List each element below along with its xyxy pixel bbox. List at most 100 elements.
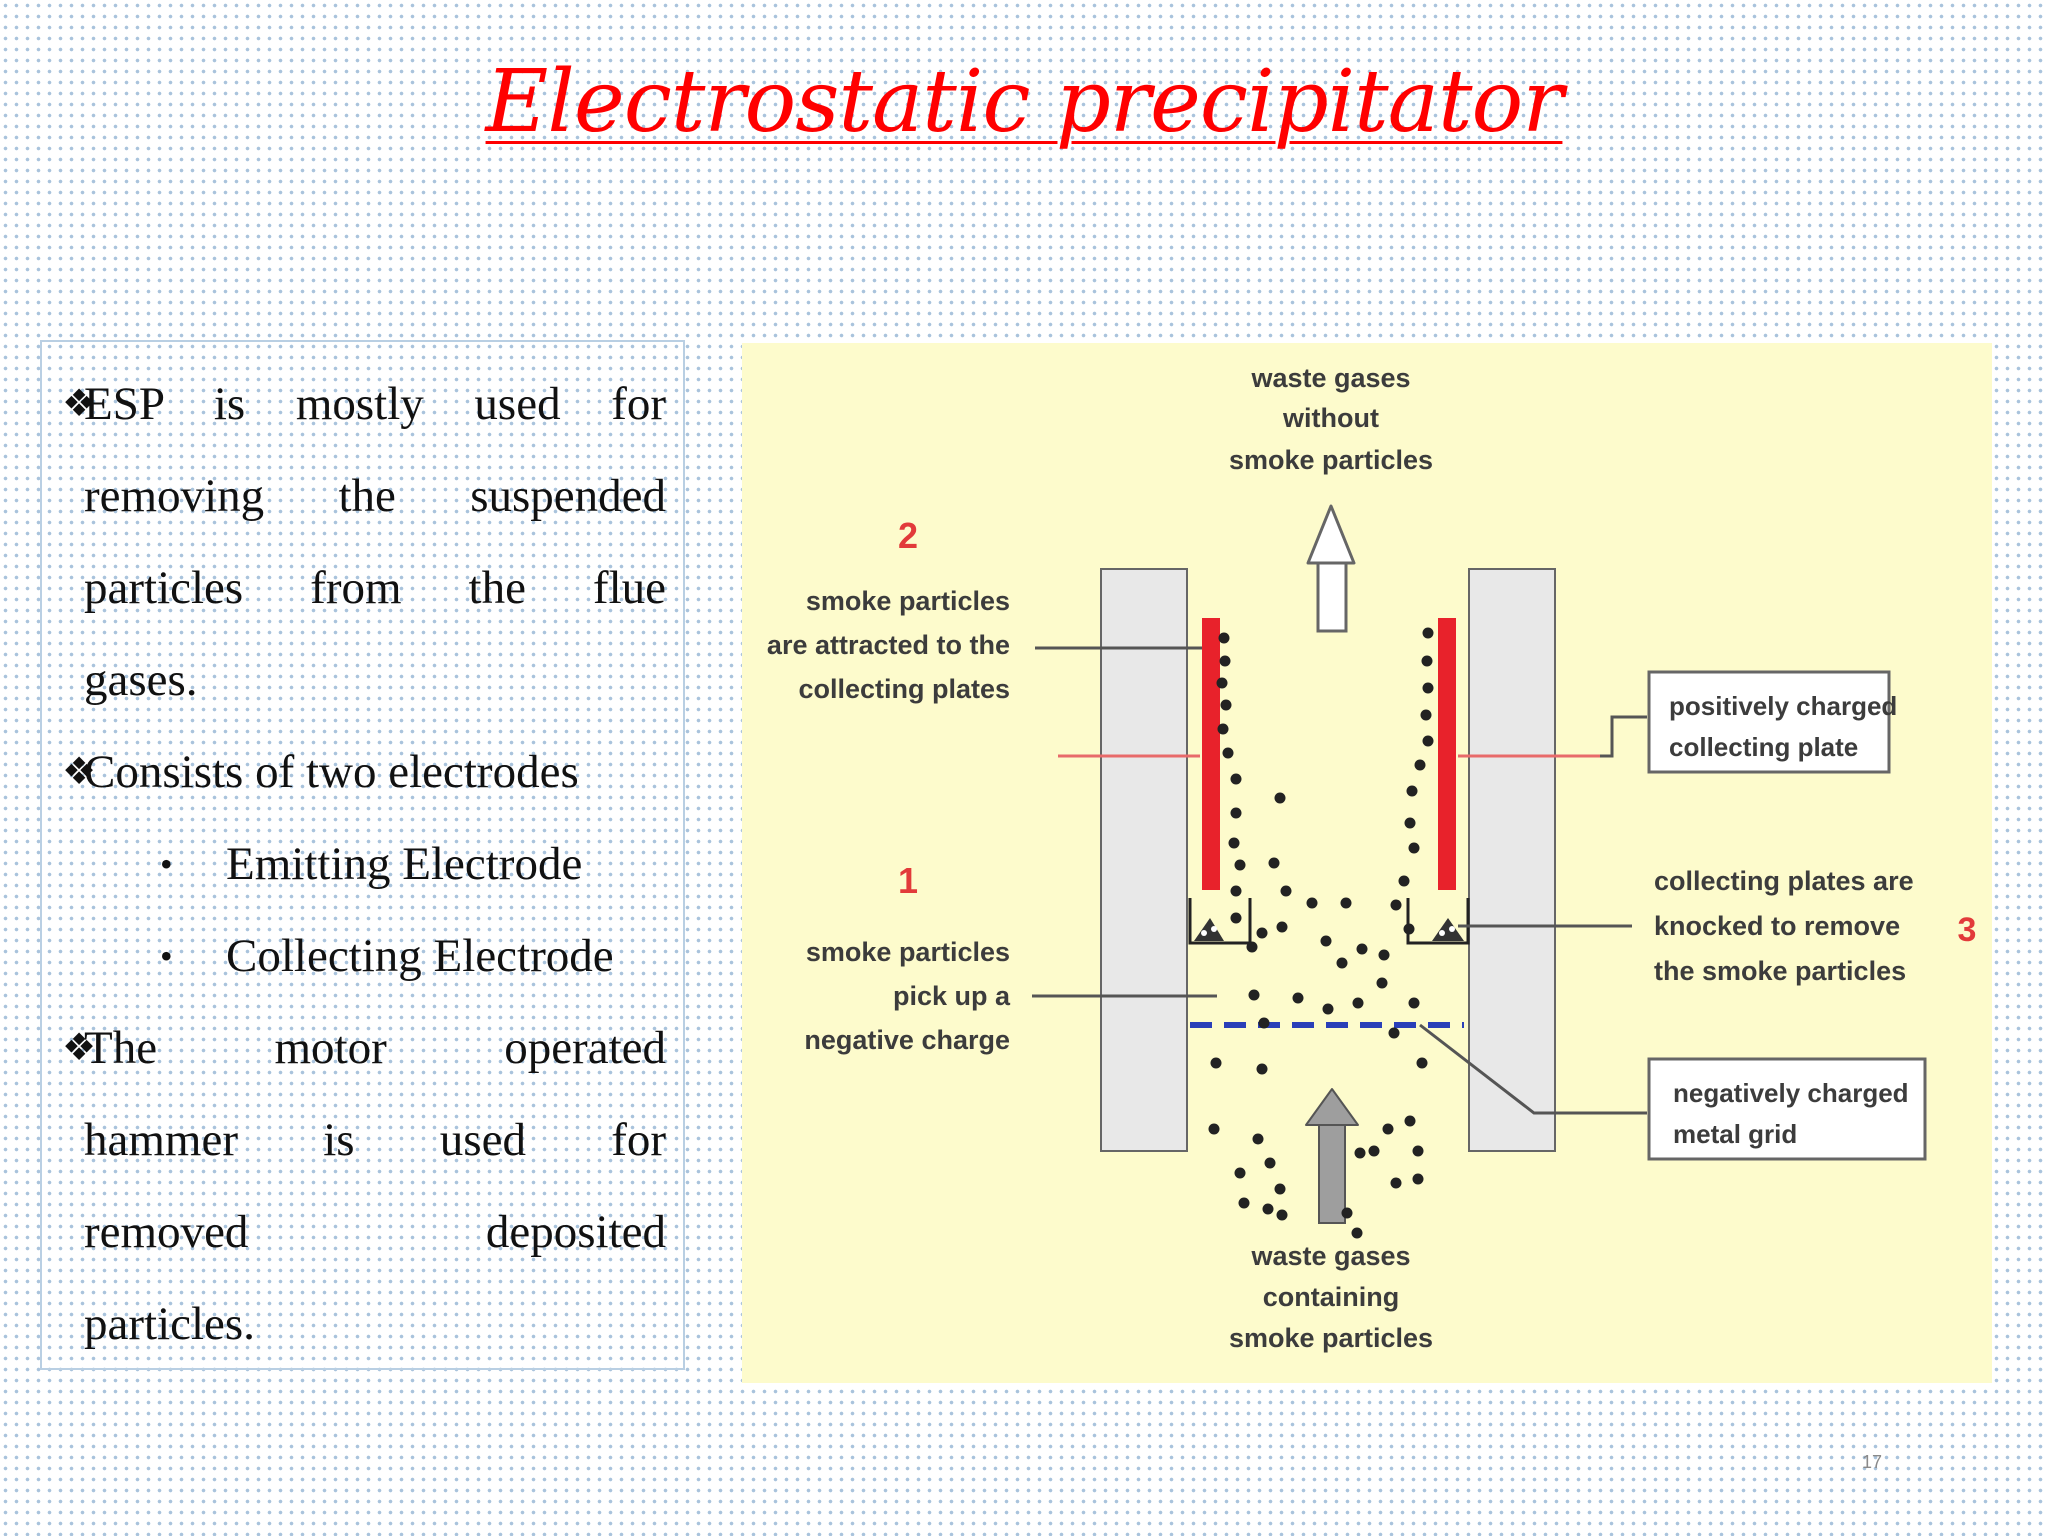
smoke-particle [1222, 747, 1234, 759]
smoke-particle [1238, 1197, 1250, 1209]
right-hammer-icon [1406, 898, 1470, 945]
left-hammer-icon [1188, 898, 1252, 945]
bullet-1-line-4: gases. [84, 654, 198, 706]
smoke-particle [1368, 1145, 1380, 1157]
page-number: 17 [1862, 1452, 1883, 1472]
top-label-line-2: without [1282, 403, 1379, 433]
diamond-bullet-icon: ❖ [62, 383, 97, 425]
bottom-label-line-2: containing [1263, 1282, 1400, 1312]
smoke-particle [1218, 632, 1230, 644]
esp-diagram: waste gases without smoke particles 2 sm… [742, 343, 1992, 1383]
step-1-line-3: negative charge [804, 1025, 1010, 1055]
leader-line-pos-plate [1600, 715, 1647, 758]
left-charged-strip [1202, 618, 1220, 890]
diamond-bullet-icon: ❖ [62, 751, 97, 793]
smoke-particle [1208, 1123, 1220, 1135]
smoke-particle [1404, 1115, 1416, 1127]
smoke-particle [1276, 921, 1288, 933]
smoke-particle [1274, 792, 1286, 804]
esp-diagram-svg: waste gases without smoke particles 2 sm… [767, 363, 1977, 1353]
smoke-particle [1268, 857, 1280, 869]
smoke-particle [1217, 723, 1229, 735]
left-collecting-plate [1100, 568, 1188, 1152]
smoke-particle [1210, 1057, 1222, 1069]
step-1-number: 1 [898, 860, 918, 901]
outflow-arrow-icon [1306, 504, 1356, 633]
smoke-particle [1262, 1203, 1274, 1215]
smoke-particle [1230, 885, 1242, 897]
step-3-line-1: collecting plates are [1654, 866, 1914, 896]
inflow-arrow-icon [1305, 1088, 1359, 1224]
smoke-particle [1378, 949, 1390, 961]
neg-grid-label-box [1647, 1057, 1927, 1161]
smoke-particle [1416, 1057, 1428, 1069]
smoke-particle [1230, 773, 1242, 785]
top-label-line-3: smoke particles [1229, 445, 1433, 475]
smoke-particle [1408, 842, 1420, 854]
step-2-line-3: collecting plates [798, 674, 1010, 704]
leader-line-neg-grid [1419, 1023, 1647, 1115]
smoke-particle [1276, 1209, 1288, 1221]
smoke-particle [1252, 1133, 1264, 1145]
smoke-particle [1234, 1167, 1246, 1179]
smoke-particle [1280, 885, 1292, 897]
smoke-particle [1228, 837, 1240, 849]
pos-plate-label-box [1647, 670, 1891, 774]
smoke-particle [1404, 817, 1416, 829]
smoke-particle [1274, 1183, 1286, 1195]
smoke-particle [1264, 1157, 1276, 1169]
smoke-particle [1390, 899, 1402, 911]
smoke-particle [1234, 859, 1246, 871]
smoke-particle [1322, 1003, 1334, 1015]
slide-title: Electrostatic precipitator [485, 52, 1564, 152]
step-2-number: 2 [898, 515, 918, 556]
pos-plate-label-line-2: collecting plate [1669, 732, 1858, 762]
step-1-line-2: pick up a [893, 981, 1011, 1011]
smoke-particle [1422, 627, 1434, 639]
smoke-particle [1412, 1145, 1424, 1157]
smoke-particle [1220, 699, 1232, 711]
neg-grid-label-line-1: negatively charged [1673, 1078, 1909, 1108]
smoke-particle [1422, 735, 1434, 747]
sub-item-collecting: Collecting Electrode [226, 930, 614, 982]
smoke-particle [1230, 912, 1242, 924]
smoke-particle [1336, 957, 1348, 969]
top-label-line-1: waste gases [1250, 363, 1410, 393]
right-charged-strip [1438, 618, 1456, 890]
step-1-line-1: smoke particles [806, 937, 1010, 967]
smoke-particle [1390, 1177, 1402, 1189]
smoke-particle [1219, 655, 1231, 667]
dot-bullet-icon: • [160, 844, 173, 884]
smoke-particle [1351, 1227, 1363, 1239]
step-3-line-2: knocked to remove [1654, 911, 1900, 941]
smoke-particle [1341, 1207, 1353, 1219]
smoke-particle [1248, 989, 1260, 1001]
bullet-3-line-2: hammer is used for [84, 1114, 666, 1166]
smoke-particle [1352, 997, 1364, 1009]
smoke-particle [1421, 655, 1433, 667]
smoke-particle [1406, 785, 1418, 797]
smoke-particle [1422, 682, 1434, 694]
smoke-particle [1216, 677, 1228, 689]
bullet-box [40, 340, 685, 1370]
smoke-particle [1388, 1027, 1400, 1039]
step-3-number: 3 [1958, 911, 1977, 949]
step-3-line-3: the smoke particles [1654, 956, 1906, 986]
smoke-particle [1382, 1123, 1394, 1135]
right-collecting-plate [1468, 568, 1556, 1152]
bullet-1-line-3: particles from the flue [84, 562, 666, 614]
smoke-particle [1292, 992, 1304, 1004]
sub-item-emitting: Emitting Electrode [226, 838, 583, 890]
smoke-particle [1408, 997, 1420, 1009]
bullet-2-text: Consists of two electrodes [84, 746, 579, 798]
smoke-particle [1398, 875, 1410, 887]
smoke-particle [1340, 897, 1352, 909]
smoke-particle [1376, 977, 1388, 989]
smoke-particles [1208, 627, 1434, 1239]
step-2-line-1: smoke particles [806, 586, 1010, 616]
smoke-particle [1414, 759, 1426, 771]
bullet-3-line-1: The motor operated [84, 1022, 666, 1074]
smoke-particle [1320, 935, 1332, 947]
smoke-particle [1356, 943, 1368, 955]
bottom-label-line-3: smoke particles [1229, 1323, 1433, 1353]
